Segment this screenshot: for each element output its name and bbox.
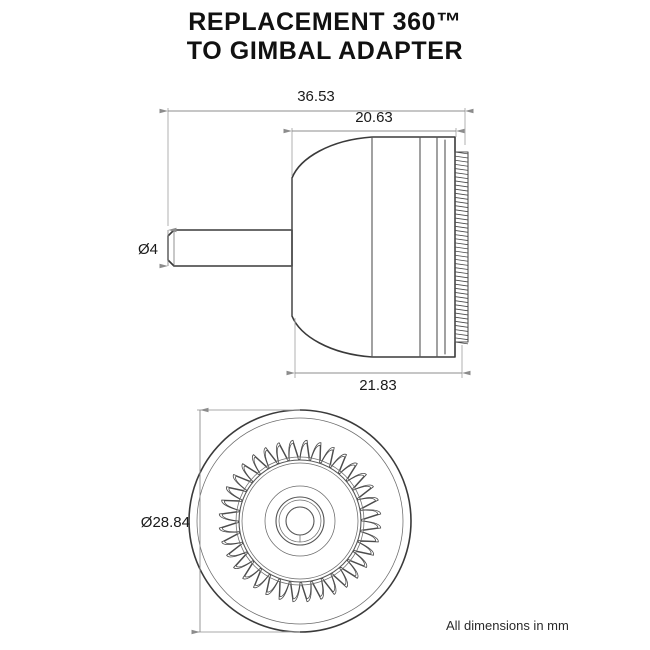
serration-line	[454, 163, 469, 167]
bottom-view-dimensions: Ø28.84	[141, 407, 300, 635]
dim-label-body-length: 20.63	[355, 109, 393, 126]
dim-label-pin-diameter: Ø4	[138, 241, 158, 258]
serration-line	[454, 250, 469, 254]
serration-line	[454, 308, 469, 312]
units-note: All dimensions in mm	[446, 618, 569, 633]
serration-line	[454, 320, 469, 324]
serration-line	[454, 201, 469, 204]
serration-line	[454, 258, 469, 262]
serration-line	[454, 225, 469, 229]
side-elevation-view	[167, 136, 469, 358]
serration-line	[454, 188, 469, 192]
serration-line	[454, 296, 469, 299]
serration-line	[454, 209, 469, 213]
serration-line	[454, 246, 469, 250]
dim-label-outer-diameter: Ø28.84	[141, 514, 190, 531]
title-line-2: TO GIMBAL ADAPTER	[186, 37, 464, 65]
bottom-plan-view	[188, 409, 412, 633]
hub-ring-outer-2	[241, 462, 359, 580]
serration-line	[454, 267, 469, 270]
serration-line	[454, 337, 469, 341]
serration-line	[454, 333, 469, 337]
outer-rim-circle	[188, 409, 412, 633]
serration-line	[454, 180, 469, 184]
serration-line	[454, 242, 469, 246]
gear-tooth-profile	[218, 439, 382, 603]
body-dome-outline	[291, 136, 456, 358]
serration-line	[454, 234, 469, 237]
serration-line	[454, 287, 469, 291]
serration-line	[454, 300, 469, 303]
serration-line	[454, 279, 469, 283]
side-view-dimensions: 36.53 20.63 21.83 Ø4	[138, 88, 474, 394]
dim-label-overall-length: 36.53	[297, 88, 335, 105]
dim-label-lower-length: 21.83	[359, 377, 397, 394]
serration-line	[454, 217, 469, 221]
serration-line	[454, 312, 469, 316]
serration-line	[454, 184, 469, 188]
serration-line	[454, 275, 469, 279]
serration-line	[454, 155, 469, 159]
serration-line	[454, 151, 469, 155]
serration-line	[454, 325, 469, 328]
serration-line	[454, 230, 469, 233]
serration-line	[454, 263, 469, 266]
serration-line	[454, 168, 469, 171]
hub-ring-mid	[264, 485, 336, 557]
outer-rim-inner-circle	[196, 417, 404, 625]
serration-line	[454, 271, 469, 275]
hub-ring-inner	[275, 496, 325, 546]
gear-root-circle	[235, 456, 365, 586]
serration-line	[454, 316, 469, 320]
serration-line	[454, 292, 469, 295]
serrated-edge-band	[454, 151, 469, 345]
serration-line	[454, 159, 469, 163]
serration-line	[454, 304, 469, 308]
serration-line	[454, 283, 469, 287]
serration-line	[454, 197, 469, 200]
serration-line	[454, 176, 469, 180]
center-bore-circle	[285, 506, 315, 536]
serration-line	[454, 221, 469, 225]
serration-line	[454, 192, 469, 196]
page-title: REPLACEMENT 360™ TO GIMBAL ADAPTER	[0, 8, 650, 66]
pin-shaft-outline	[167, 229, 293, 267]
serration-line	[454, 205, 469, 208]
gear-tooth-inner-profile	[221, 442, 379, 600]
serration-line	[454, 329, 469, 332]
serration-line	[454, 213, 469, 217]
gear-tooth-ring	[218, 439, 382, 603]
title-line-1: REPLACEMENT 360™	[188, 8, 462, 36]
serration-line	[454, 172, 469, 175]
serration-line	[454, 238, 469, 242]
serration-line	[454, 341, 469, 345]
hub-ring-outer	[238, 459, 362, 583]
serration-line	[454, 254, 469, 258]
